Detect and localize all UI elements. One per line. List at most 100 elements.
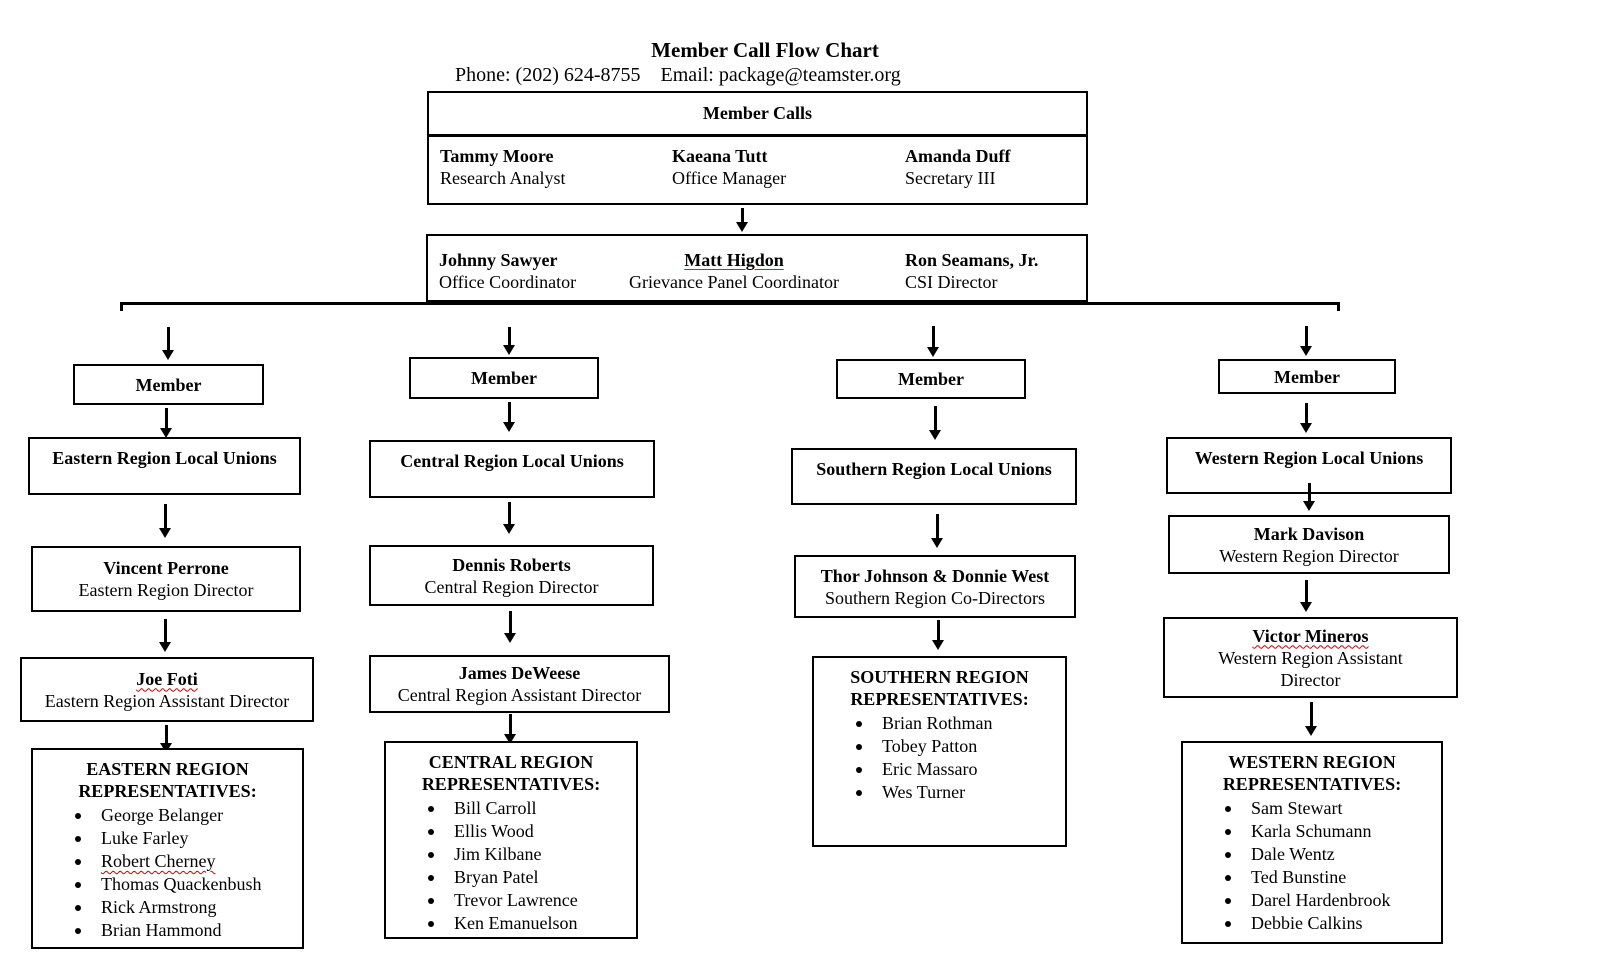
director-name: Mark Davison (1253, 523, 1365, 544)
reps-list: Sam Stewart Karla Schumann Dale Wentz Te… (1183, 797, 1441, 935)
coordinator-matt-higdon: Matt Higdon Grievance Panel Coordinator (614, 249, 854, 293)
coordinator-name: Johnny Sawyer (439, 250, 558, 270)
director-role: Southern Region Co-Directors (825, 587, 1045, 608)
staff-role: Office Manager (672, 168, 787, 188)
reps-box-south: SOUTHERN REGION REPRESENTATIVES: Brian R… (812, 656, 1067, 847)
rep-name: Robert Cherney (101, 851, 216, 871)
director-name: Thor Johnson & Donnie West (820, 565, 1050, 586)
assistant-role: Central Region Assistant Director (397, 685, 642, 705)
rep-item: Eric Massaro (814, 758, 1065, 781)
distribution-bar-right-tick (1337, 302, 1340, 311)
unions-label: Eastern Region Local Unions (52, 448, 277, 468)
member-calls-divider (429, 134, 1086, 137)
member-calls-header: Member Calls (702, 103, 813, 123)
unions-box-south: Southern Region Local Unions (791, 448, 1077, 505)
member-label: Member (471, 368, 537, 388)
unions-box-east: Eastern Region Local Unions (28, 437, 301, 495)
director-name: Dennis Roberts (452, 554, 571, 575)
rep-item: Tobey Patton (814, 735, 1065, 758)
assistant-box-central: James DeWeese Central Region Assistant D… (369, 655, 670, 713)
reps-title: REPRESENTATIVES: (1222, 774, 1402, 794)
rep-item: Robert Cherney (33, 850, 302, 873)
director-role: Eastern Region Director (78, 580, 254, 600)
staff-amanda-duff: Amanda Duff Secretary III (905, 145, 1011, 189)
director-box-central: Dennis Roberts Central Region Director (369, 545, 654, 606)
staff-role: Research Analyst (440, 168, 566, 188)
rep-item: Luke Farley (33, 827, 302, 850)
rep-item: Darel Hardenbrook (1183, 889, 1441, 912)
reps-box-central: CENTRAL REGION REPRESENTATIVES: Bill Car… (384, 741, 638, 939)
staff-role: Secretary III (905, 168, 996, 188)
unions-box-central: Central Region Local Unions (369, 440, 655, 498)
rep-item: Debbie Calkins (1183, 912, 1441, 935)
reps-title: WESTERN REGION (1228, 752, 1396, 772)
staff-name: Kaeana Tutt (672, 146, 768, 166)
rep-item: Ellis Wood (386, 820, 636, 843)
rep-item: Karla Schumann (1183, 820, 1441, 843)
director-box-west: Mark Davison Western Region Director (1168, 515, 1450, 574)
assistant-box-east: Joe Foti Eastern Region Assistant Direct… (20, 657, 314, 722)
rep-item: Ted Bunstine (1183, 866, 1441, 889)
reps-list: Bill Carroll Ellis Wood Jim Kilbane Brya… (386, 797, 636, 935)
director-box-south: Thor Johnson & Donnie West Southern Regi… (794, 555, 1076, 618)
rep-item: Bryan Patel (386, 866, 636, 889)
assistant-role-cont: Director (1280, 669, 1341, 690)
rep-item: Wes Turner (814, 781, 1065, 804)
reps-title: REPRESENTATIVES: (78, 781, 257, 801)
coordinator-name: Ron Seamans, Jr. (905, 250, 1039, 270)
member-label: Member (1274, 366, 1340, 387)
assistant-box-west: Victor Mineros Western Region Assistant … (1163, 617, 1458, 698)
coordinator-role: CSI Director (905, 272, 998, 292)
member-box-west: Member (1218, 359, 1396, 394)
reps-title: SOUTHERN REGION (850, 667, 1029, 687)
rep-item: Thomas Quackenbush (33, 873, 302, 896)
contact-line: Phone: (202) 624-8755 Email: package@tea… (455, 64, 901, 86)
rep-item: Trevor Lawrence (386, 889, 636, 912)
unions-label: Western Region Local Unions (1194, 448, 1424, 468)
member-label: Member (135, 374, 202, 395)
reps-title: REPRESENTATIVES: (850, 689, 1029, 709)
chart-title: Member Call Flow Chart (651, 38, 879, 62)
rep-item: Rick Armstrong (33, 896, 302, 919)
coordinators-box: Johnny Sawyer Office Coordinator Matt Hi… (426, 234, 1088, 302)
rep-item: Brian Rothman (814, 712, 1065, 735)
distribution-bar-left-tick (120, 302, 123, 311)
reps-title: EASTERN REGION (86, 759, 249, 779)
member-box-east: Member (73, 364, 264, 405)
coordinator-name: Matt Higdon (684, 250, 784, 270)
rep-item: Jim Kilbane (386, 843, 636, 866)
rep-item: Bill Carroll (386, 797, 636, 820)
assistant-name: Victor Mineros (1252, 625, 1369, 646)
reps-box-west: WESTERN REGION REPRESENTATIVES: Sam Stew… (1181, 741, 1443, 944)
coordinator-role: Grievance Panel Coordinator (629, 272, 839, 292)
reps-title: CENTRAL REGION (428, 752, 594, 772)
member-box-central: Member (409, 357, 599, 399)
staff-tammy-moore: Tammy Moore Research Analyst (440, 145, 565, 189)
distribution-bar (120, 302, 1340, 305)
unions-label: Central Region Local Unions (400, 451, 624, 471)
staff-kaeana-tutt: Kaeana Tutt Office Manager (672, 145, 786, 189)
director-role: Central Region Director (424, 576, 599, 597)
coordinator-johnny-sawyer: Johnny Sawyer Office Coordinator (439, 249, 576, 293)
reps-title: REPRESENTATIVES: (421, 774, 601, 794)
assistant-role: Western Region Assistant (1218, 647, 1403, 668)
reps-box-east: EASTERN REGION REPRESENTATIVES: George B… (31, 748, 304, 949)
coordinator-role: Office Coordinator (439, 272, 577, 292)
assistant-name: James DeWeese (458, 663, 581, 683)
rep-item: Dale Wentz (1183, 843, 1441, 866)
staff-name: Amanda Duff (905, 146, 1011, 166)
reps-list: George Belanger Luke Farley Robert Chern… (33, 804, 302, 942)
assistant-name: Joe Foti (136, 668, 198, 689)
coordinator-ron-seamans: Ron Seamans, Jr. CSI Director (905, 249, 1038, 293)
member-label: Member (898, 369, 964, 389)
unions-label: Southern Region Local Unions (816, 459, 1052, 479)
rep-item: Brian Hammond (33, 919, 302, 942)
assistant-role: Eastern Region Assistant Director (44, 690, 290, 711)
member-box-south: Member (836, 359, 1026, 399)
reps-list: Brian Rothman Tobey Patton Eric Massaro … (814, 712, 1065, 804)
rep-item: Sam Stewart (1183, 797, 1441, 820)
rep-item: George Belanger (33, 804, 302, 827)
director-box-east: Vincent Perrone Eastern Region Director (31, 546, 301, 612)
rep-item: Ken Emanuelson (386, 912, 636, 935)
director-name: Vincent Perrone (103, 558, 229, 578)
